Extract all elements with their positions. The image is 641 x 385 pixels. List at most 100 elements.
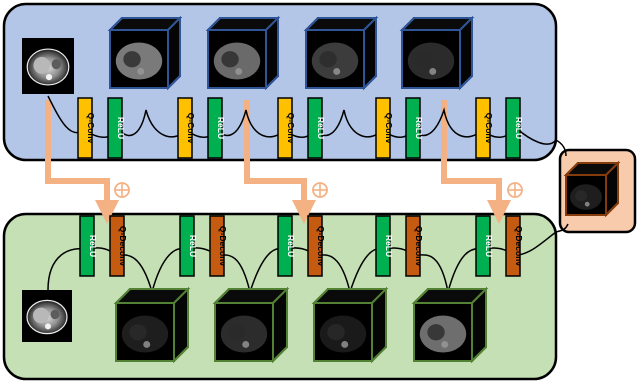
relu-layer-block <box>207 97 223 159</box>
decoder-feature-cube <box>212 286 290 364</box>
cube-front-edge <box>565 174 607 216</box>
feature-map-organ <box>415 51 433 68</box>
q-conv-layer: Q-Conv <box>375 97 394 159</box>
relu-layer: ReLU <box>475 215 494 277</box>
feature-map-spine <box>333 67 341 75</box>
q-deconv-layer-label: Q-Deconv <box>218 226 228 266</box>
relu-layer: ReLU <box>277 215 296 277</box>
cube-edge <box>305 17 319 31</box>
skip-connection-arrow <box>45 100 119 224</box>
relu-layer-label: ReLU <box>116 117 126 139</box>
decoder-feature-cube <box>113 286 191 364</box>
bottleneck-feature-cube <box>563 160 621 218</box>
cube-edge <box>605 202 619 216</box>
encoder-connection-line <box>47 95 557 145</box>
ct-spine <box>45 323 51 330</box>
output-ct-image <box>22 290 72 342</box>
cube-edge <box>167 75 181 89</box>
cube-edge <box>207 17 221 31</box>
encoder-feature-cube <box>107 15 183 91</box>
feature-map-organ <box>575 190 588 202</box>
relu-layer: ReLU <box>79 215 98 277</box>
cube-edge <box>471 346 487 362</box>
q-conv-layer: Q-Conv <box>77 97 96 159</box>
cube-front-edge <box>214 302 274 362</box>
feature-map-spine <box>429 67 437 75</box>
q-conv-layer: Q-Conv <box>177 97 196 159</box>
cube-edge <box>363 75 377 89</box>
cube-edge <box>109 17 123 31</box>
q-deconv-layer-block <box>109 215 125 277</box>
feature-map-organ <box>129 324 147 341</box>
relu-layer-block <box>375 215 391 277</box>
q-conv-layer-block <box>375 97 391 159</box>
cube-edge <box>565 162 579 176</box>
decoder-feature-cube <box>311 286 389 364</box>
decoder-feature-cube <box>411 286 489 364</box>
relu-layer-label: ReLU <box>188 235 198 257</box>
relu-layer-label: ReLU <box>316 117 326 139</box>
q-conv-layer-block <box>77 97 93 159</box>
q-deconv-layer: Q-Deconv <box>209 215 228 277</box>
q-deconv-layer-label: Q-Deconv <box>414 226 424 266</box>
relu-layer-label: ReLU <box>286 235 296 257</box>
q-deconv-layer-label: Q-Deconv <box>118 226 128 266</box>
q-conv-layer-label: Q-Conv <box>86 113 96 144</box>
ct-skin <box>26 299 68 335</box>
feature-map-organ <box>327 324 345 341</box>
relu-layer-label: ReLU <box>484 235 494 257</box>
bottleneck-in-line <box>555 139 567 157</box>
cube-front-edge <box>115 302 175 362</box>
q-deconv-layer: Q-Deconv <box>405 215 424 277</box>
q-conv-layer-label: Q-Conv <box>286 113 296 144</box>
q-deconv-layer-block <box>505 215 521 277</box>
relu-layer-label: ReLU <box>88 235 98 257</box>
q-conv-layer-block <box>277 97 293 159</box>
feature-map-organ <box>228 324 246 341</box>
relu-layer-block <box>475 215 491 277</box>
sum-operator <box>507 182 523 198</box>
cube-edge <box>265 75 279 89</box>
q-deconv-layer-block <box>405 215 421 277</box>
relu-layer-label: ReLU <box>216 117 226 139</box>
q-deconv-layer: Q-Deconv <box>307 215 326 277</box>
feature-map-organ <box>427 324 445 341</box>
encoder-feature-cube <box>205 15 281 91</box>
cube-edge <box>115 288 131 304</box>
relu-layer: ReLU <box>179 215 198 277</box>
relu-layer-block <box>307 97 323 159</box>
ct-stomach <box>50 309 60 320</box>
q-conv-layer-label: Q-Conv <box>484 113 494 144</box>
feature-map-spine <box>584 201 590 207</box>
q-deconv-layer: Q-Deconv <box>505 215 524 277</box>
cube-edge <box>272 346 288 362</box>
relu-layer: ReLU <box>207 97 226 159</box>
q-deconv-layer-label: Q-Deconv <box>514 226 524 266</box>
cube-edge <box>371 346 387 362</box>
relu-layer-label: ReLU <box>414 117 424 139</box>
sum-operator <box>312 182 328 198</box>
input-ct-image <box>22 38 74 94</box>
q-conv-layer-block <box>177 97 193 159</box>
q-conv-layer-label: Q-Conv <box>384 113 394 144</box>
relu-layer-block <box>505 97 521 159</box>
q-deconv-layer: Q-Deconv <box>109 215 128 277</box>
feature-map-spine <box>242 340 250 348</box>
encoder-feature-cube <box>303 15 379 91</box>
feature-map-organ <box>319 51 337 68</box>
feature-map-spine <box>441 340 449 348</box>
cube-edge <box>173 346 189 362</box>
relu-layer: ReLU <box>375 215 394 277</box>
relu-layer-label: ReLU <box>384 235 394 257</box>
cube-edge <box>313 288 329 304</box>
cube-front-edge <box>207 29 267 89</box>
cube-front-edge <box>401 29 461 89</box>
cube-edge <box>413 288 429 304</box>
bottleneck-out-line <box>555 223 569 233</box>
feature-map-organ <box>221 51 239 68</box>
relu-layer: ReLU <box>405 97 424 159</box>
relu-layer: ReLU <box>107 97 126 159</box>
q-deconv-layer-block <box>209 215 225 277</box>
skip-connection-arrow <box>441 100 511 224</box>
